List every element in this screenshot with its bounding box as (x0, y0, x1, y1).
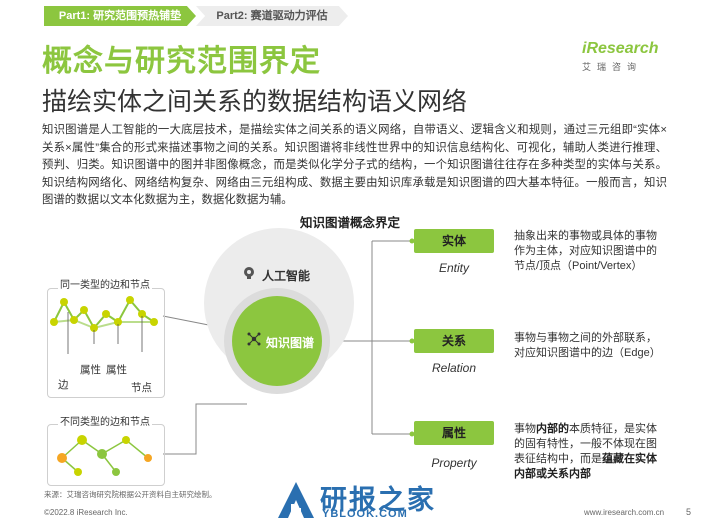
property-pill: 属性 (414, 421, 494, 445)
property-desc-bold2: 蕴藏在实体内部或关系内部 (514, 453, 657, 480)
property-desc-bold1: 内部的 (536, 423, 569, 435)
page-subtitle: 描绘实体之间关系的数据结构语义网络 (42, 88, 468, 116)
relation-desc: 事物与事物之间的外部联系，对应知识图谱中的边（Edge） (514, 332, 661, 359)
box2-title: 不同类型的边和节点 (58, 413, 152, 428)
relation-pill: 关系 (414, 329, 494, 353)
tab-part1[interactable]: Part1: 研究范围预热铺垫 (44, 6, 196, 26)
page-title: 概念与研究范围界定 (42, 45, 321, 78)
entity-desc: 抽象出来的事物或具体的事物作为主体，对应知识图谱中的节点/顶点（Point/Ve… (514, 230, 657, 272)
page-number: 5 (686, 507, 692, 517)
watermark-text: 研报之家 (320, 485, 436, 515)
box1-title: 同一类型的边和节点 (58, 276, 152, 291)
attr-label-2: 属性 (106, 364, 127, 376)
network-icon (247, 332, 261, 346)
watermark-logo-icon (278, 482, 314, 518)
watermark-subtext: YBLOOK.COM (322, 508, 408, 520)
source-note: 来源：艾瑞咨询研究院根据公开资料自主研究绘制。 (44, 490, 217, 499)
logo-text: iResearch (582, 40, 659, 57)
footer-copyright: ©2022.8 iResearch Inc. (44, 508, 128, 517)
logo-subtext: 艾瑞咨询 (582, 62, 643, 72)
property-desc: 事物内部的本质特征，是实体的固有特性，一般不体现在图表征结构中，而是蕴藏在实体内… (514, 422, 664, 482)
diff-type-graph (57, 435, 152, 476)
knowledge-graph-circle (232, 296, 322, 386)
footer-website: www.iresearch.com.cn (584, 508, 665, 517)
relation-en: Relation (431, 361, 477, 375)
brain-icon (244, 267, 254, 279)
iresearch-logo: iResearch 艾瑞咨询 (582, 40, 662, 73)
property-en: Property (431, 456, 477, 470)
connector-box2 (163, 403, 247, 455)
kg-label: 知识图谱 (266, 336, 315, 350)
property-desc-pre: 事物 (514, 423, 536, 435)
edge-label: 边 (58, 379, 69, 391)
ai-label: 人工智能 (262, 269, 311, 283)
diagram-title: 知识图谱概念界定 (300, 216, 401, 230)
same-type-graph (50, 296, 158, 354)
tab-part2[interactable]: Part2: 赛道驱动力评估 (196, 6, 348, 26)
node-label: 节点 (131, 382, 152, 394)
entity-pill: 实体 (414, 229, 494, 253)
property-desc-mid: 本质特征，是实体的固有特性，一般不体现在图表征结构中，而是 (514, 423, 657, 465)
attr-label-1: 属性 (80, 364, 101, 376)
entity-en: Entity (438, 261, 469, 275)
intro-paragraph: 知识图谱是人工智能的一大底层技术，是描绘实体之间关系的语义网络，自带语义、逻辑含… (42, 124, 667, 206)
